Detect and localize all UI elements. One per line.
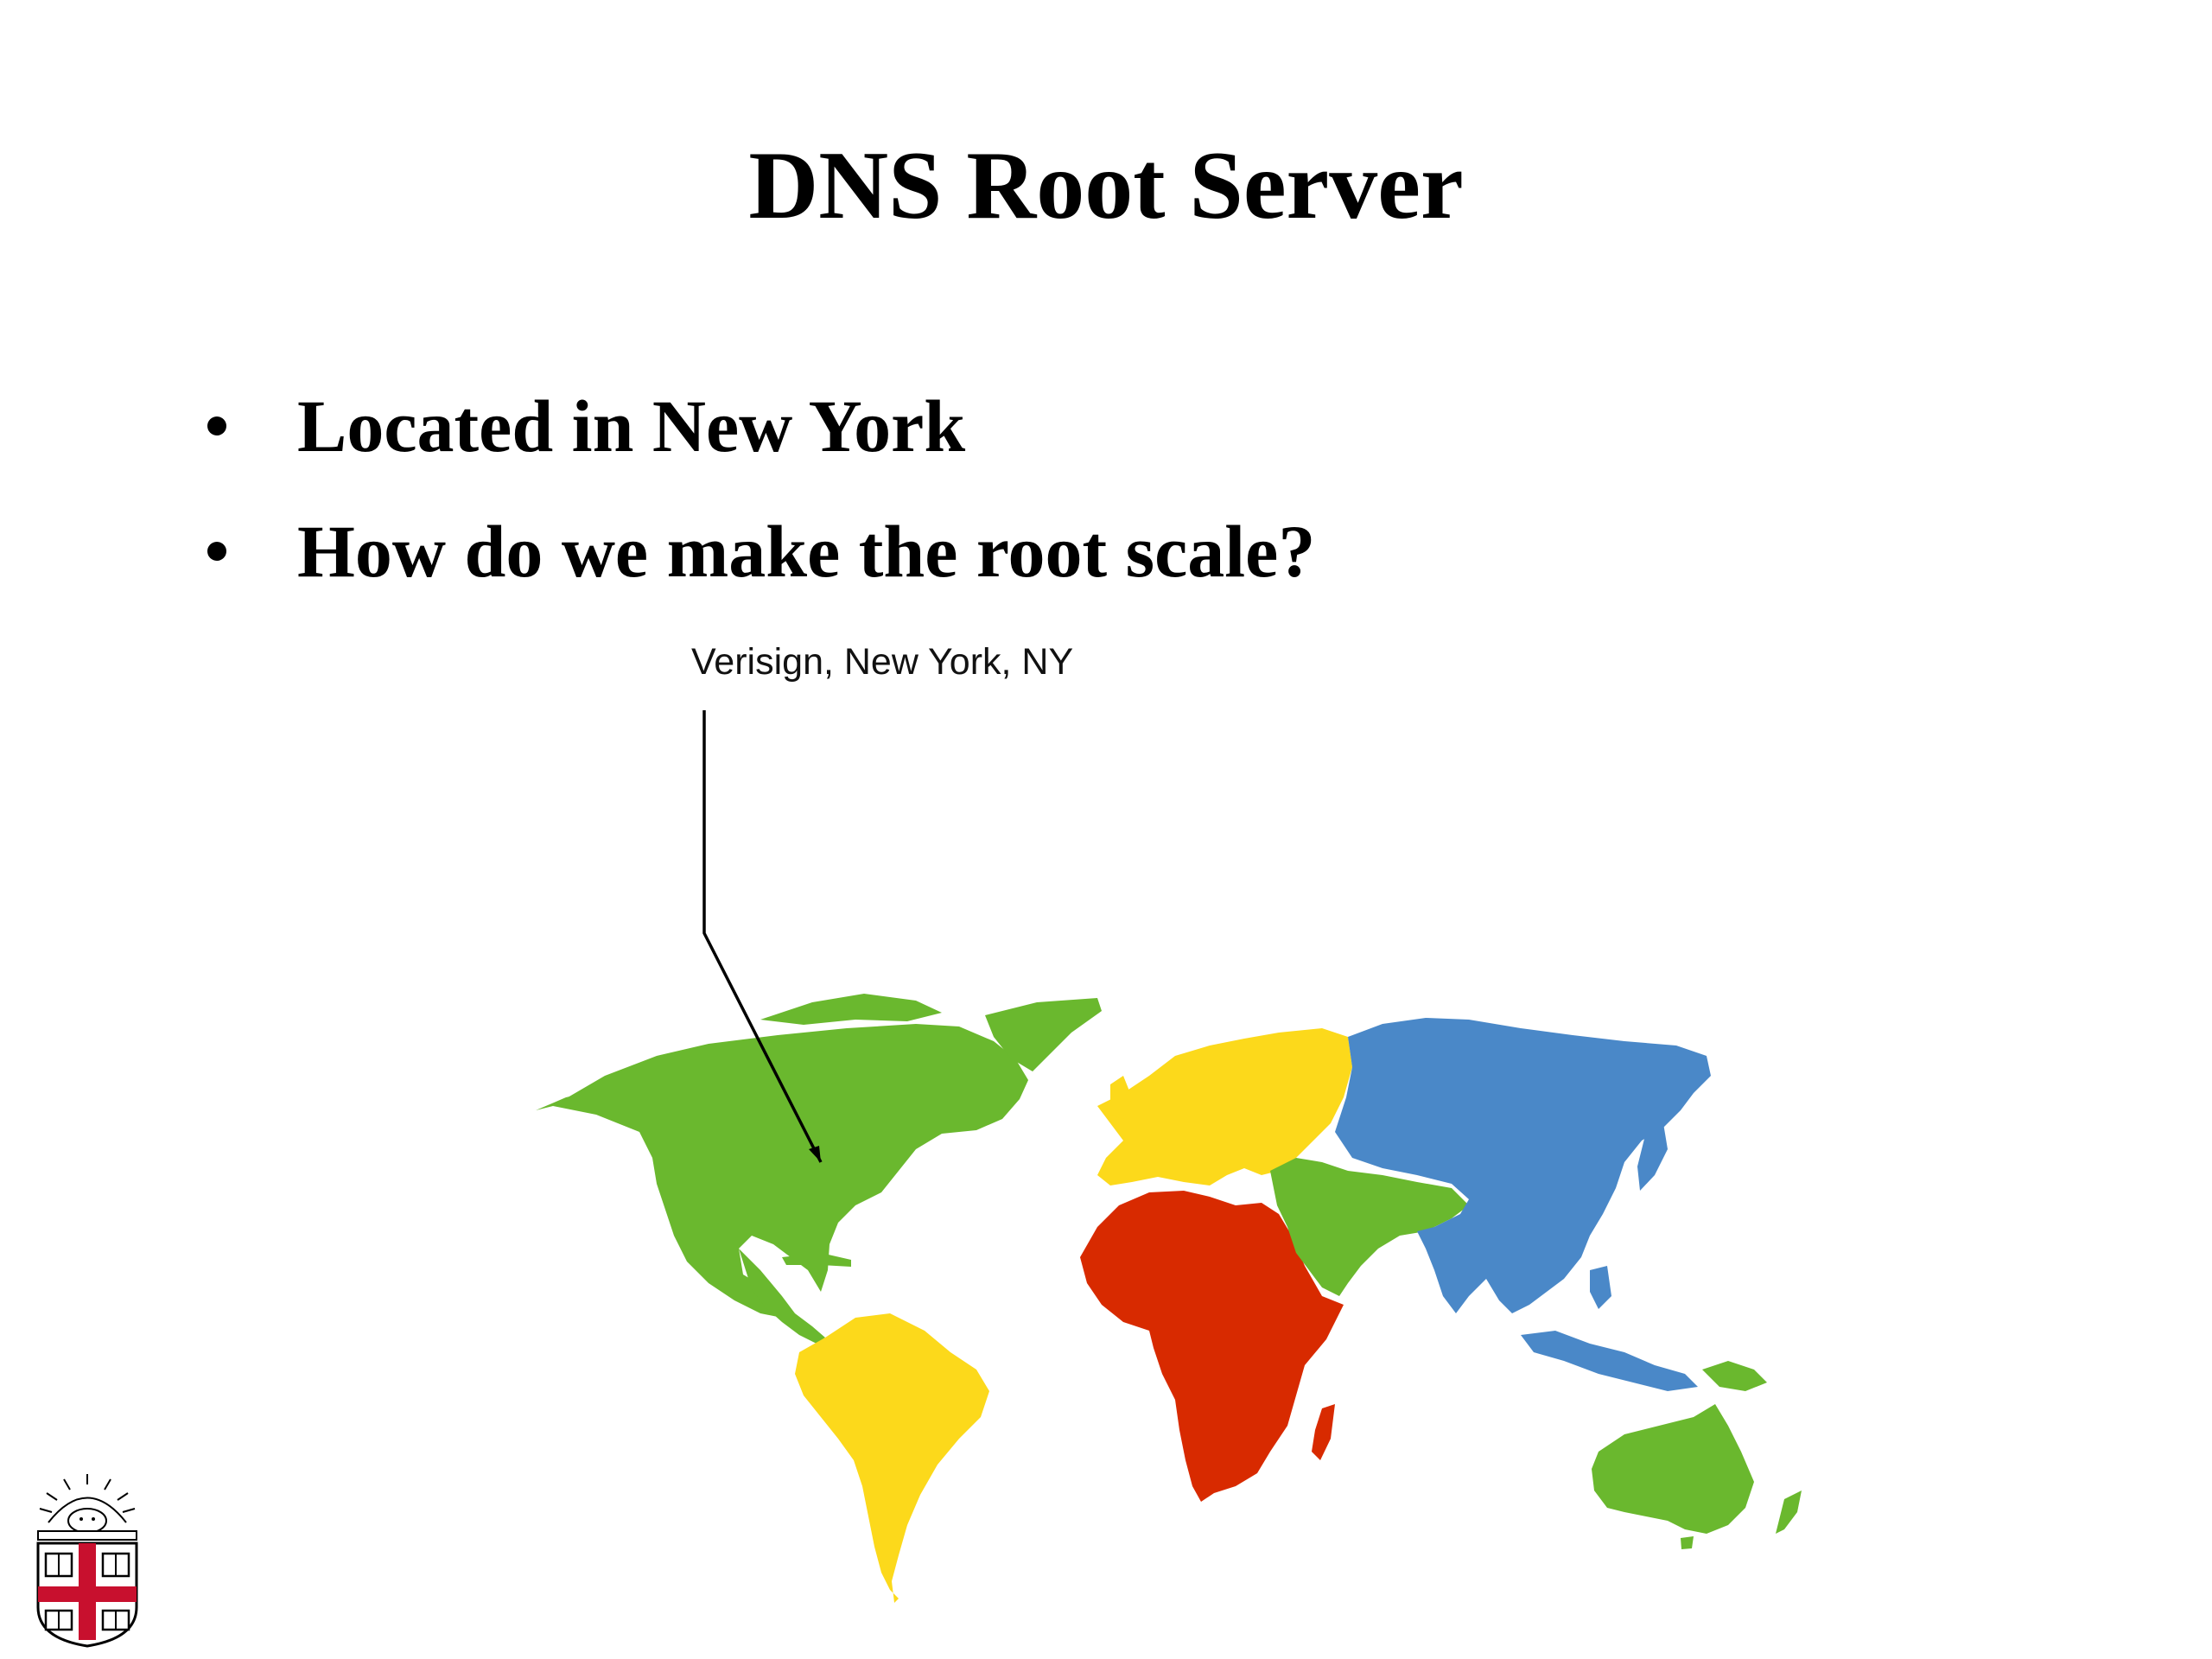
japan-shape xyxy=(1637,1123,1668,1191)
greenland-shape xyxy=(985,998,1102,1071)
south-america-shape xyxy=(795,1313,989,1603)
callout-label: Verisign, New York, NY xyxy=(691,641,1074,683)
university-logo xyxy=(31,1469,143,1650)
caribbean-shape xyxy=(782,1253,851,1267)
middle-east-shape xyxy=(1270,1158,1469,1296)
bullet-list: Located in New York How do we make the r… xyxy=(207,363,1936,613)
slide-title: DNS Root Server xyxy=(748,132,1464,239)
bullet-text: Located in New York xyxy=(297,384,966,467)
tasmania-shape xyxy=(1681,1536,1694,1549)
arctic-islands-shape xyxy=(760,994,942,1025)
north-america-shape xyxy=(553,1024,1028,1318)
asia-shape xyxy=(1335,1018,1711,1313)
new-zealand-shape xyxy=(1776,1491,1802,1534)
bullet-dot-icon xyxy=(207,541,226,561)
bullet-item: Located in New York xyxy=(207,363,1936,488)
madagascar-shape xyxy=(1312,1404,1335,1460)
australia-shape xyxy=(1592,1404,1754,1534)
central-america-shape xyxy=(739,1249,825,1344)
alaska-shape xyxy=(536,1090,605,1110)
callout-line xyxy=(702,710,823,1163)
university-shield-icon xyxy=(36,1474,138,1648)
philippines-shape xyxy=(1590,1266,1611,1309)
indonesia-shape xyxy=(1521,1331,1698,1391)
europe-shape xyxy=(1097,1028,1352,1185)
callout-arrowhead-icon xyxy=(809,1146,821,1162)
africa-shape xyxy=(1080,1191,1344,1502)
bullet-item: How do we make the root scale? xyxy=(207,488,1936,613)
bullet-text: How do we make the root scale? xyxy=(297,509,1316,593)
new-guinea-shape xyxy=(1702,1361,1767,1391)
britain-shape xyxy=(1110,1076,1132,1119)
bullet-dot-icon xyxy=(207,416,226,435)
